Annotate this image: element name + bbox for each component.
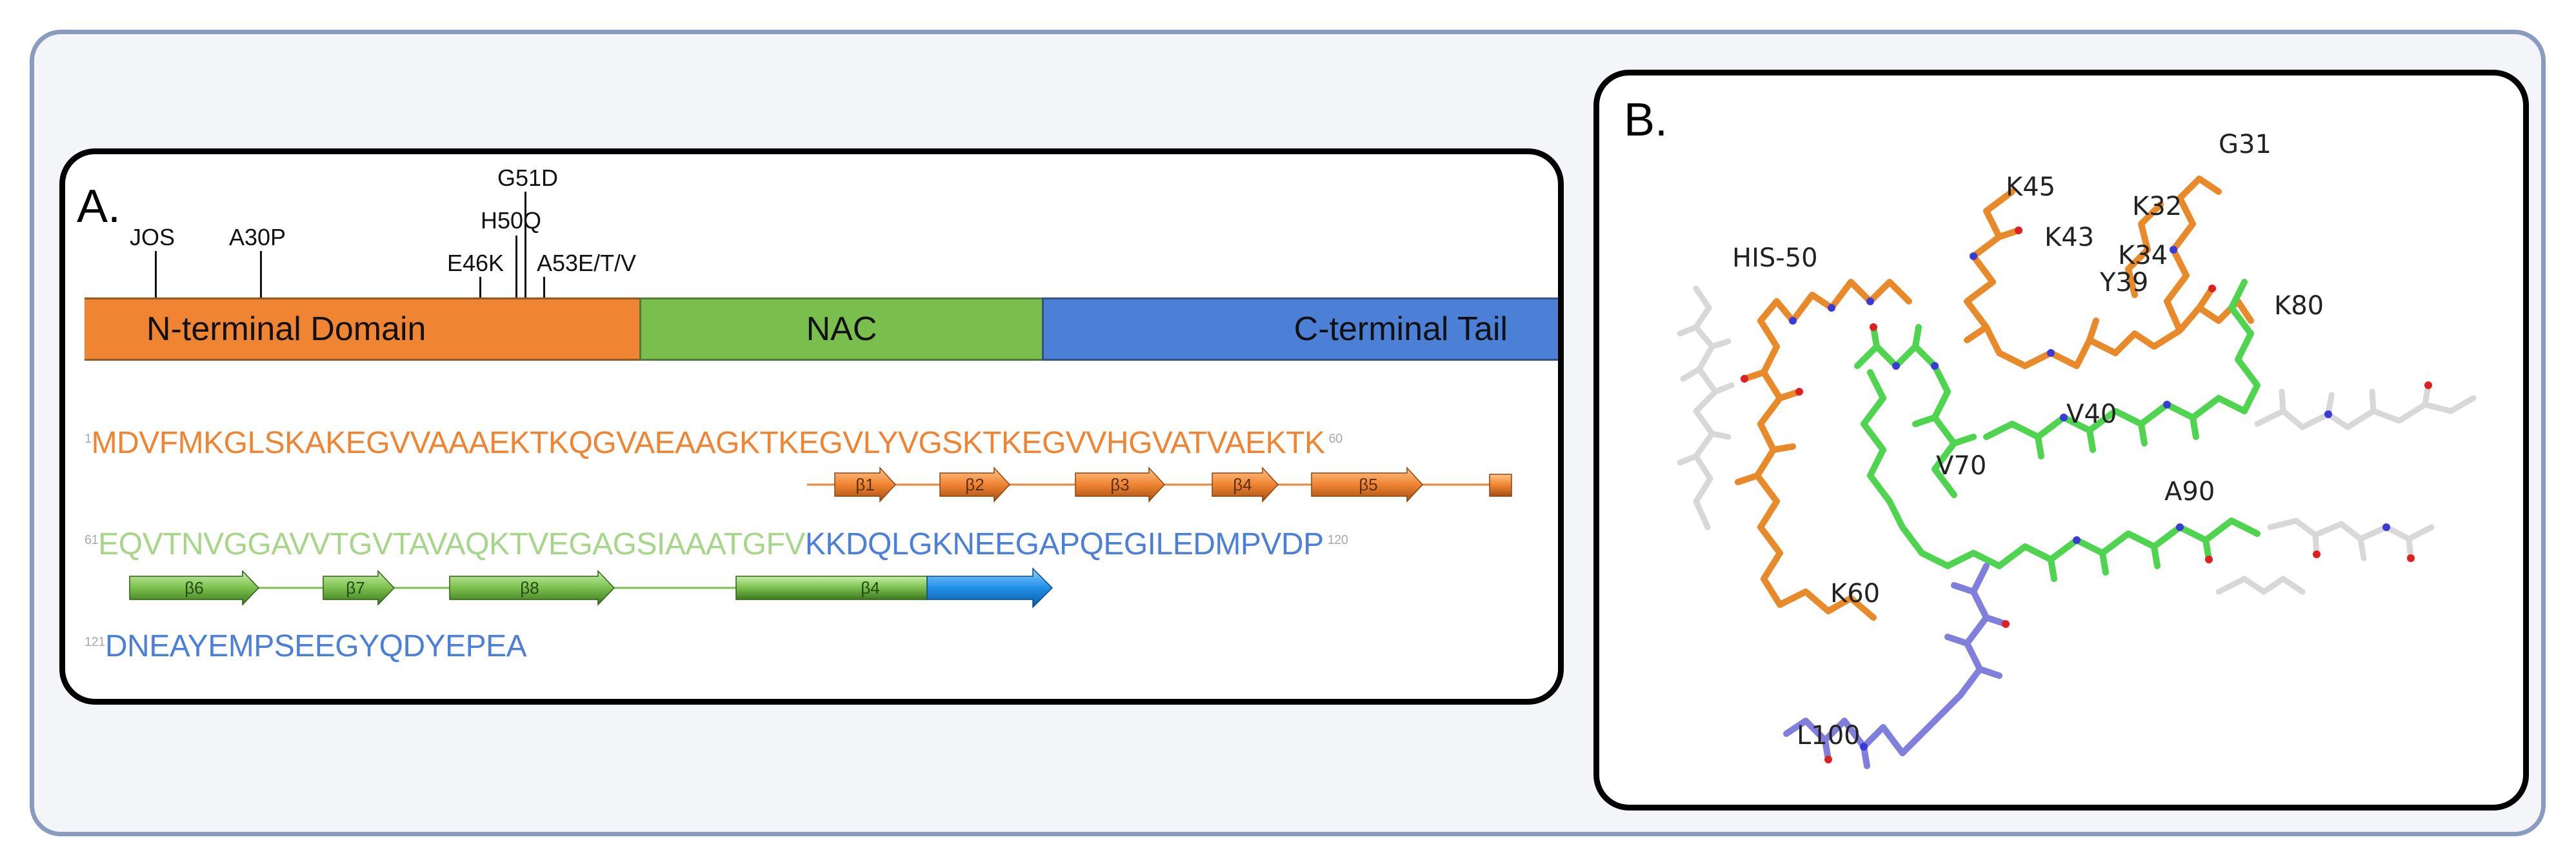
mutation-tick-a30p xyxy=(260,251,262,297)
strand-beta4: β4 xyxy=(1212,467,1279,503)
chain-white-left xyxy=(1677,285,1735,530)
sequence-line-2: 61EQVTNVGGAVVTGVTAVAQKTVEGAGSIAAATGFVKKD… xyxy=(85,527,1348,562)
sequence-line-1: 1MDVFMKGLSKAKEGVVAAAEKTKQGVAEAAGKTKEGVLY… xyxy=(85,425,1343,461)
strand-label-beta7: β7 xyxy=(346,578,364,598)
strand-beta4-nac: β4 xyxy=(735,567,1053,609)
domain-n-terminal-label: N-terminal Domain xyxy=(146,310,426,348)
mutation-label-h50q: H50Q xyxy=(481,207,542,234)
strand-beta2: β2 xyxy=(939,467,1011,503)
strand-end-block xyxy=(1489,474,1512,497)
mutation-tick-a53 xyxy=(543,277,545,297)
mutation-label-jos: JOS xyxy=(130,224,175,250)
residue-label-a90: A90 xyxy=(2164,477,2215,507)
mutation-tick-g51d xyxy=(524,192,526,297)
residue-label-g31: G31 xyxy=(2219,130,2271,159)
domain-nac: NAC xyxy=(639,297,1042,361)
sequence-c-terminal-part2: DNEAYEMPSEEGYQDYEPEA xyxy=(105,629,527,663)
strand-beta1: β1 xyxy=(834,467,897,503)
panel-a-letter: A. xyxy=(77,181,121,232)
sequence-nac: EQVTNVGGAVVTGVTAVAQKTVEGAGSIAAATGFV xyxy=(98,527,805,561)
residue-label-k60: K60 xyxy=(1830,579,1881,609)
sequence-end-60: 60 xyxy=(1328,432,1343,446)
sequence-line-3: 121DNEAYEMPSEEGYQDYEPEA xyxy=(85,629,527,664)
residue-label-k34: K34 xyxy=(2118,241,2168,270)
mutation-tick-e46k xyxy=(479,277,481,297)
secondary-structure-track: β1 β2 β3 β4 β5 β6 β7 β8 xyxy=(129,467,1512,609)
strand-label-beta3: β3 xyxy=(1110,475,1129,494)
strand-label-beta6: β6 xyxy=(185,578,203,598)
strand-label-beta4: β4 xyxy=(1233,475,1252,494)
strand-beta3: β3 xyxy=(1075,467,1166,503)
chain-white-right xyxy=(2215,382,2477,595)
strand-beta8: β8 xyxy=(449,570,615,606)
mutation-label-a53: A53E/T/V xyxy=(537,250,637,276)
residue-label-k45: K45 xyxy=(2006,172,2056,202)
strand-beta5: β5 xyxy=(1311,467,1424,503)
panel-a-domain-map: A. JOS A30P E46K H50Q G51D A53E/T/V N-te… xyxy=(59,148,1564,705)
strand-label-beta5: β5 xyxy=(1359,475,1377,494)
domain-n-terminal: N-terminal Domain xyxy=(85,297,639,361)
domain-c-terminal: C-terminal Tail xyxy=(1042,297,1558,361)
chain-green xyxy=(1854,279,2261,582)
chain-blue xyxy=(1783,563,2009,769)
sequence-n-terminal: MDVFMKGLSKAKEGVVAAAEKTKQGVAEAAGKTKEGVLYV… xyxy=(91,426,1325,460)
panel-b-letter: B. xyxy=(1624,94,1668,146)
residue-label-v70: V70 xyxy=(1936,451,1987,481)
panel-b-structure: B. xyxy=(1593,70,2529,811)
residue-label-k80: K80 xyxy=(2274,291,2324,321)
strand-label-beta2: β2 xyxy=(965,475,984,494)
residue-label-v40: V40 xyxy=(2066,399,2117,429)
mutation-tick-jos xyxy=(155,251,157,297)
strand-beta6: β6 xyxy=(129,570,260,606)
sequence-start-61: 61 xyxy=(85,533,99,547)
mutation-label-g51d: G51D xyxy=(497,165,559,191)
sequence-end-120: 120 xyxy=(1327,533,1348,547)
domain-nac-label: NAC xyxy=(806,310,877,348)
residue-label-k43: K43 xyxy=(2044,223,2095,252)
strand-beta7: β7 xyxy=(323,570,395,606)
sequence-start-121: 121 xyxy=(85,635,105,649)
mutation-label-e46k: E46K xyxy=(447,250,504,276)
strand-label-beta8: β8 xyxy=(520,578,539,598)
sequence-c-terminal-part1: KKDQLGKNEEGAPQEGILEDMPVDP xyxy=(804,527,1324,561)
domain-c-terminal-label: C-terminal Tail xyxy=(1293,310,1508,348)
fibril-stick-model xyxy=(1677,176,2477,769)
residue-label-y39: Y39 xyxy=(2100,268,2149,297)
strand-label-beta4-nac: β4 xyxy=(861,578,879,598)
mutation-tick-h50q xyxy=(515,236,517,297)
sequence-start-1: 1 xyxy=(85,432,92,446)
residue-label-k32: K32 xyxy=(2132,192,2182,221)
mutation-label-a30p: A30P xyxy=(229,224,286,250)
residue-label-l100: L100 xyxy=(1797,721,1861,750)
strand-label-beta1: β1 xyxy=(855,475,874,494)
heteroatoms xyxy=(1741,227,2432,763)
residue-label-his50: HIS-50 xyxy=(1732,243,1818,273)
